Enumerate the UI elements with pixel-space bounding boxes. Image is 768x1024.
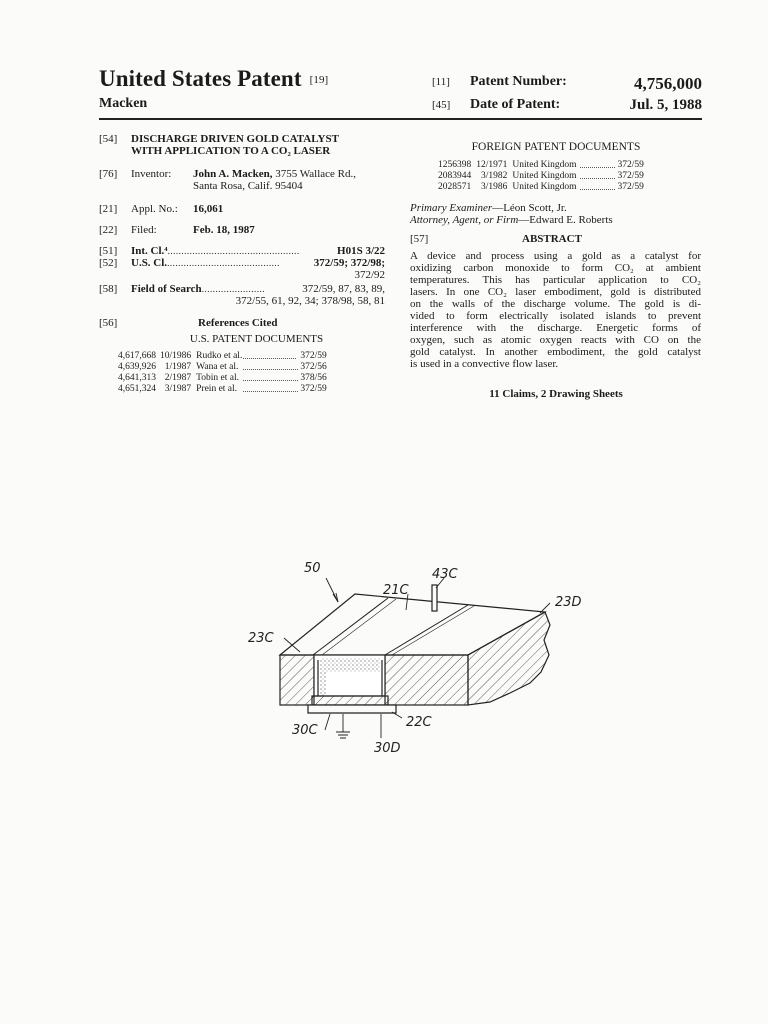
ref-date: 1/1987 — [164, 362, 192, 372]
table-row: 4,617,668 10/1986 Rudko et al.............… — [118, 351, 327, 362]
ref-name: Wana et al. — [196, 362, 239, 372]
classification-section: [51]Int. Cl.⁴...........................… — [99, 245, 385, 307]
ref-dots: ........................... — [242, 352, 297, 361]
abstract-text: A device and process using a gold as a c… — [410, 250, 701, 370]
table-row: 2083944 3/1982 United Kingdom.............… — [438, 171, 644, 182]
ref-date: 10/1986 — [160, 351, 192, 361]
label-30d: 30D — [374, 741, 401, 756]
title-code: [19] — [309, 74, 329, 86]
foreign-ref-cls: 372/59 — [617, 182, 644, 192]
label-43c: 43C — [432, 567, 459, 582]
ref-num: 4,641,313 — [118, 373, 156, 383]
abstract-line: vided to form electrically isolated isla… — [410, 310, 701, 322]
discharge-block — [278, 584, 551, 714]
table-row: 4,639,926 1/1987 Wana et al...............… — [118, 362, 327, 373]
ref-date: 3/1987 — [164, 384, 192, 394]
header-rule — [99, 118, 702, 120]
patent-number-row: [11]Patent Number: 4,756,000 — [432, 74, 702, 93]
ref-name: Prein et al. — [196, 384, 238, 394]
title-section: [54]DISCHARGE DRIVEN GOLD CATALYST WITH … — [99, 133, 339, 157]
figure-labels: 50 21C 43C 23D 23C 22C 30C 30D — [248, 561, 582, 756]
ref-date: 2/1987 — [164, 373, 192, 383]
foreign-ref-country: United Kingdom — [512, 171, 577, 181]
ref-dots: ............................ — [242, 385, 299, 394]
date-of-patent: Jul. 5, 1988 — [629, 97, 702, 113]
foreign-ref-num: 2028571 — [438, 182, 472, 192]
ref-cls: 372/59 — [300, 351, 327, 361]
patent-title: United States Patent[19] — [99, 66, 329, 91]
foreign-ref-dots: .................. — [579, 172, 616, 181]
patent-number: 4,756,000 — [634, 74, 702, 93]
label-23d: 23D — [555, 595, 582, 610]
us-docs-heading: U.S. PATENT DOCUMENTS — [189, 333, 324, 345]
ref-dots: ............................ — [242, 363, 299, 372]
references-heading: References Cited — [198, 317, 278, 329]
foreign-ref-date: 12/1971 — [476, 160, 508, 170]
inventor-surname: Macken — [99, 96, 148, 111]
leader-lines — [283, 577, 551, 739]
references-section: [56] References Cited U.S. PATENT DOCUME… — [99, 317, 389, 395]
ref-cls: 372/56 — [300, 362, 327, 372]
table-row: 1256398 12/1971 United Kingdom............… — [438, 160, 644, 171]
label-23c: 23C — [248, 631, 275, 646]
abstract-line: A device and process using a gold as a c… — [410, 250, 701, 262]
table-row: 2028571 3/1986 United Kingdom.............… — [438, 182, 644, 193]
ref-num: 4,617,668 — [118, 351, 156, 361]
abstract-line: gold catalyst. In another embodiment, th… — [410, 346, 701, 358]
ref-num: 4,639,926 — [118, 362, 156, 372]
ref-dots: ............................ — [242, 374, 299, 383]
foreign-ref-cls: 372/59 — [617, 160, 644, 170]
ref-num: 4,651,324 — [118, 384, 156, 394]
abstract-heading: ABSTRACT — [522, 233, 582, 245]
foreign-ref-date: 3/1982 — [481, 171, 508, 181]
date-of-patent-row: [45]Date of Patent: Jul. 5, 1988 — [432, 97, 702, 113]
abstract-line: interference with the discharge. Energet… — [410, 322, 701, 334]
foreign-ref-num: 2083944 — [438, 171, 472, 181]
foreign-docs-heading: FOREIGN PATENT DOCUMENTS — [471, 141, 641, 153]
foreign-ref-dots: .................. — [579, 183, 616, 192]
abstract-line: temperatures. This has particular applic… — [410, 274, 701, 286]
foreign-ref-cls: 372/59 — [617, 171, 644, 181]
ref-cls: 378/56 — [300, 373, 327, 383]
filed-section: [22]Filed:Feb. 18, 1987 — [99, 224, 255, 236]
foreign-ref-num: 1256398 — [438, 160, 472, 170]
attorney: Attorney, Agent, or Firm—Edward E. Rober… — [410, 214, 613, 226]
abstract-line: lasers. In one CO₂ laser embodiment, gol… — [410, 286, 701, 298]
foreign-ref-country: United Kingdom — [512, 182, 577, 192]
ref-cls: 372/59 — [300, 384, 327, 394]
foreign-ref-date: 3/1986 — [481, 182, 508, 192]
inventor-section: [76]Inventor:John A. Macken, 3755 Wallac… — [99, 168, 356, 192]
appl-no-section: [21]Appl. No.:16,061 — [99, 203, 224, 215]
primary-examiner: Primary Examiner—Léon Scott, Jr. — [410, 202, 567, 214]
label-30c: 30C — [292, 723, 319, 738]
label-21c: 21C — [383, 583, 410, 598]
abstract-line: on the walls of the discharge volume. Th… — [410, 298, 701, 310]
foreign-ref-country: United Kingdom — [512, 160, 577, 170]
abstract-line: is used in a convective flow laser. — [410, 358, 559, 370]
abstract-line: oxidizing carbon monoxide to form CO₂ at… — [410, 262, 701, 274]
us-references-table: 4,617,668 10/1986 Rudko et al.............… — [118, 351, 327, 395]
table-row: 4,651,324 3/1987 Prein et al..............… — [118, 384, 327, 395]
abstract-line: oxygen, such as atomic oxygen reacts wit… — [410, 334, 701, 346]
abstract-header: [57] ABSTRACT — [410, 233, 582, 245]
label-22c: 22C — [406, 715, 433, 730]
claims-summary: 11 Claims, 2 Drawing Sheets — [489, 388, 623, 400]
table-row: 4,641,313 2/1987 Tobin et al..............… — [118, 373, 327, 384]
ref-name: Tobin et al. — [196, 373, 240, 383]
foreign-ref-dots: .................. — [579, 161, 616, 170]
label-50: 50 — [304, 561, 321, 576]
ref-name: Rudko et al. — [196, 351, 243, 361]
